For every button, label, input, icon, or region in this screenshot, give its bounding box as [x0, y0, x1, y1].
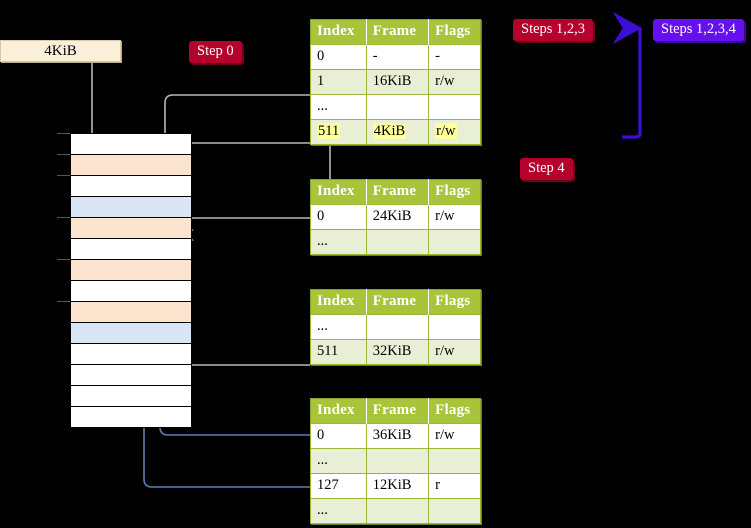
frame-tick-mark [57, 301, 70, 302]
cell-index: 511 [310, 339, 367, 365]
badge-steps-1-2-3-4: Steps 1,2,3,4 [653, 19, 744, 41]
frame-tick-mark [57, 217, 70, 218]
column-header-index: Index [310, 398, 367, 424]
cell-frame: 4KiB [365, 119, 430, 145]
cell-frame: 16KiB [365, 69, 430, 95]
memory-frame-row [57, 133, 191, 154]
memory-frame-row [71, 238, 191, 259]
table-row: ... [310, 94, 481, 120]
cell-index: 0 [310, 44, 367, 70]
column-header-index: Index [310, 289, 367, 315]
cell-index: ... [310, 498, 367, 524]
memory-frame-row [57, 259, 191, 280]
cell-flags [428, 314, 481, 340]
cell-frame: 36KiB [365, 423, 430, 449]
cell-flags: r/w [428, 119, 481, 145]
cell-index: 1 [310, 69, 367, 95]
memory-frame-row [57, 217, 191, 238]
table-row: ... [310, 229, 481, 255]
memory-frame-row [57, 154, 191, 175]
cell-frame: 12KiB [365, 473, 430, 499]
table-row: ... [310, 314, 481, 340]
column-header-frame: Frame [366, 398, 430, 424]
memory-frame-row [71, 364, 191, 385]
cell-flags [428, 498, 481, 524]
cell-frame [365, 94, 430, 120]
memory-frame-row [71, 322, 191, 343]
cell-flags: r/w [428, 204, 481, 230]
cell-frame: - [365, 44, 430, 70]
cell-flags: r/w [428, 339, 481, 365]
memory-frame-row [71, 406, 191, 427]
memory-frame-row [57, 175, 191, 196]
badge-step-4: Step 4 [520, 158, 573, 180]
cell-index: ... [310, 94, 367, 120]
violet-feedback-arrow [612, 12, 642, 139]
badge-steps-1-2-3: Steps 1,2,3 [513, 19, 594, 41]
memory-frame-row [57, 301, 191, 322]
cell-index: 511 [310, 119, 367, 145]
cell-frame [365, 229, 430, 255]
column-header-frame: Frame [366, 289, 430, 315]
column-header-index: Index [310, 19, 367, 45]
column-header-index: Index [310, 179, 367, 205]
cell-flags [428, 94, 481, 120]
memory-frame-row [71, 196, 191, 217]
cell-flags: r [428, 473, 481, 499]
column-header-frame: Frame [366, 179, 430, 205]
column-header-flags: Flags [428, 398, 481, 424]
cell-frame: 32KiB [365, 339, 430, 365]
cell-index: 0 [310, 423, 367, 449]
memory-size-label: 4KiB [0, 40, 121, 62]
cell-frame [365, 448, 430, 474]
cell-frame [365, 498, 430, 524]
column-header-flags: Flags [428, 179, 481, 205]
cell-flags [428, 229, 481, 255]
column-header-flags: Flags [428, 289, 481, 315]
cell-flags: r/w [428, 69, 481, 95]
frame-tick-mark [57, 154, 70, 155]
cell-index: 127 [310, 473, 367, 499]
frame-tick-mark [57, 133, 70, 134]
cell-flags: r/w [428, 423, 481, 449]
memory-frame-row [71, 385, 191, 406]
cell-frame [365, 314, 430, 340]
table-row: ... [310, 448, 481, 474]
memory-frame-row [71, 343, 191, 364]
cell-frame: 24KiB [365, 204, 430, 230]
cell-index: ... [310, 448, 367, 474]
cell-index: ... [310, 314, 367, 340]
badge-step-0: Step 0 [189, 41, 242, 63]
table-row: ... [310, 498, 481, 524]
table-row: 0-- [310, 44, 481, 70]
frame-tick-mark [57, 175, 70, 176]
frame-tick-mark [57, 259, 70, 260]
column-header-flags: Flags [428, 19, 481, 45]
cell-flags [428, 448, 481, 474]
cell-index: ... [310, 229, 367, 255]
physical-memory-column [57, 133, 192, 428]
column-header-frame: Frame [366, 19, 430, 45]
cell-flags: - [428, 44, 481, 70]
cell-index: 0 [310, 204, 367, 230]
memory-frame-row [71, 280, 191, 301]
